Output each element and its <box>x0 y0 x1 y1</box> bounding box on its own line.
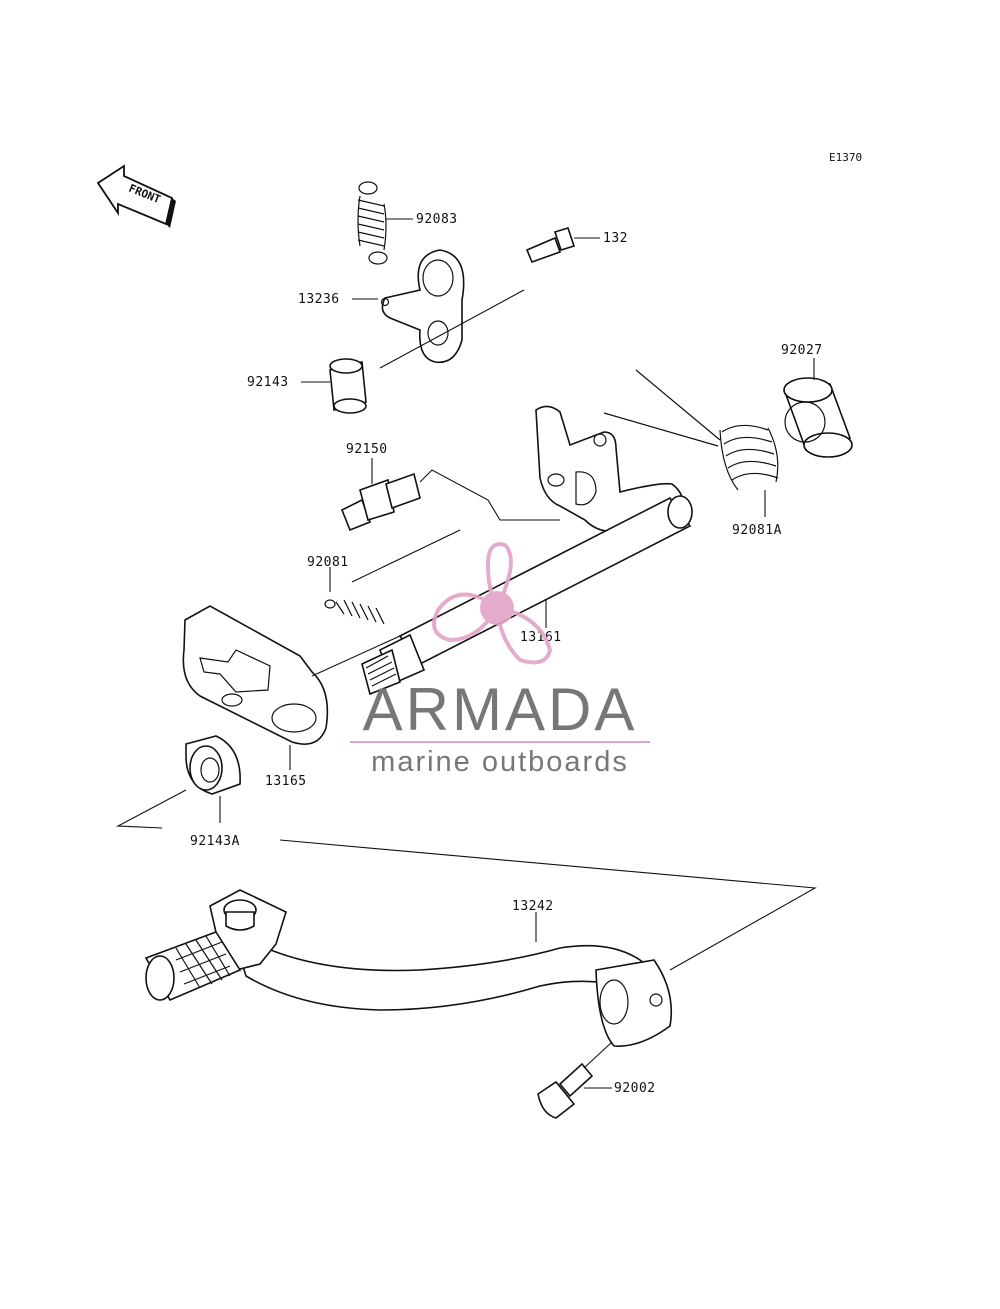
bolt-icon <box>525 227 576 264</box>
label-92027: 92027 <box>781 343 823 358</box>
label-13165: 13165 <box>265 774 307 789</box>
label-13242: 13242 <box>512 899 554 914</box>
pin-bolt-icon <box>340 472 421 532</box>
watermark-tagline: marine outboards <box>371 746 629 778</box>
label-92150: 92150 <box>346 442 388 457</box>
torsion-spring-icon <box>603 369 779 491</box>
front-arrow-icon: FRONT <box>96 164 176 228</box>
coil-spring-icon <box>324 599 385 625</box>
shift-pedal-icon <box>144 889 673 1047</box>
collar-icon <box>329 358 367 414</box>
label-92143: 92143 <box>247 375 289 390</box>
label-13236: 13236 <box>298 292 340 307</box>
label-92081A: 92081A <box>732 523 782 538</box>
label-92083: 92083 <box>416 212 458 227</box>
label-92081: 92081 <box>307 555 349 570</box>
label-92143A: 92143A <box>190 834 240 849</box>
bushing-icon <box>783 377 853 458</box>
label-92002: 92002 <box>614 1081 656 1096</box>
spring-icon <box>357 181 388 265</box>
armada-logo <box>432 542 553 665</box>
pedal-bolt-icon <box>537 1062 594 1119</box>
washer-icon <box>185 735 241 795</box>
shift-plate-icon <box>182 605 329 745</box>
diagram-code: E1370 <box>829 151 862 164</box>
shift-shaft-icon <box>361 405 693 696</box>
label-132: 132 <box>603 231 628 246</box>
label-13161: 13161 <box>520 630 562 645</box>
watermark-brand: ARMADA <box>363 676 638 743</box>
